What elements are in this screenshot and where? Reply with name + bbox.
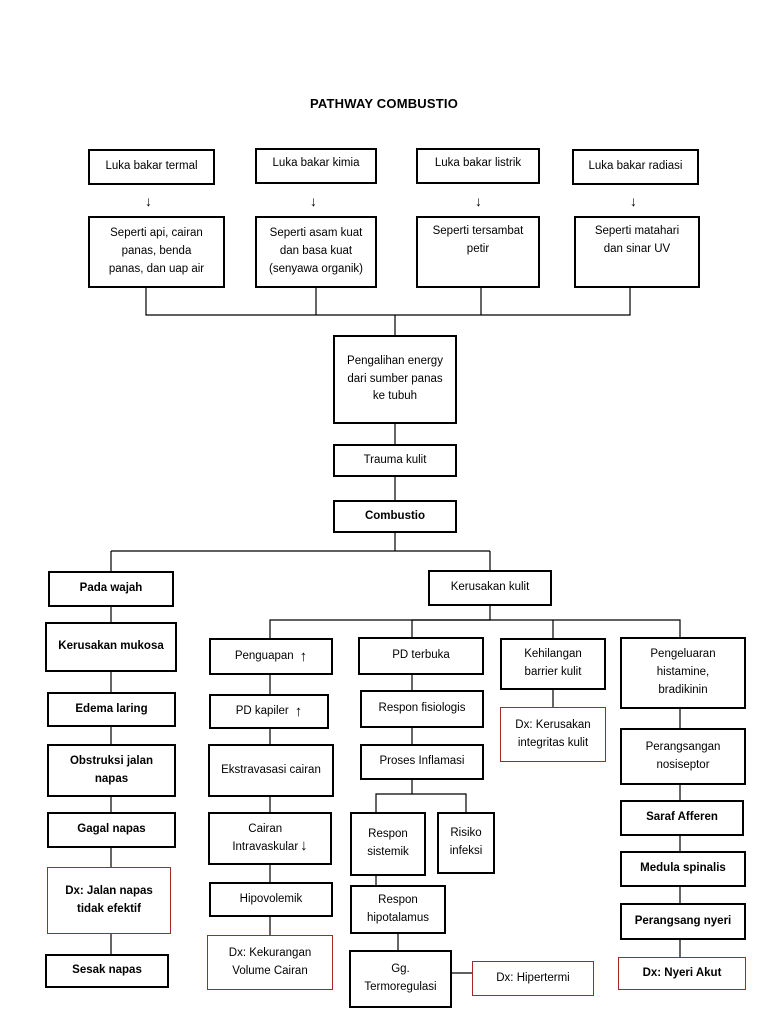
inflammation-box: Proses Inflamasi [360, 744, 484, 780]
skin-trauma-text: Trauma kulit [363, 453, 427, 466]
skin-damage-box: Kerusakan kulit [428, 570, 552, 606]
extravasation-box: Ekstravasasi cairan [208, 744, 334, 797]
page-title: PATHWAY COMBUSTIO [309, 96, 459, 111]
dx-hyperthermia-text: Dx: Hipertermi [496, 971, 570, 984]
spinal-cord-text: Medula spinalis [640, 862, 726, 875]
thermoregulation-box: Gg. Termoregulasi [349, 950, 452, 1008]
pain-stimulus-box: Perangsang nyeri [620, 903, 746, 940]
face-branch-box: Pada wajah [48, 571, 174, 607]
dx-airway-box: Dx: Jalan napas tidak efektif [47, 867, 171, 934]
face-branch-text: Pada wajah [79, 582, 143, 595]
intravascular-box: Cairan Intravaskular ↓ [208, 812, 332, 865]
respiratory-failure-box: Gagal napas [47, 812, 176, 848]
systemic-response-box: Respon sistemik [350, 812, 426, 876]
histamine-text: Pengeluaran histamine, bradikinin [650, 648, 716, 696]
barrier-loss-text: Kehilangan barrier kulit [524, 648, 582, 678]
infection-risk-box: Risiko infeksi [437, 812, 495, 874]
dyspnea-box: Sesak napas [45, 954, 169, 988]
larynx-edema-box: Edema laring [47, 692, 176, 727]
cause-chemical-example-text: Seperti asam kuat dan basa kuat (senyawa… [269, 227, 363, 275]
afferent-nerve-box: Saraf Afferen [620, 800, 744, 836]
dx-fluid-box: Dx: Kekurangan Volume Cairan [207, 935, 333, 990]
dx-pain-box: Dx: Nyeri Akut [618, 957, 746, 990]
histamine-box: Pengeluaran histamine, bradikinin [620, 637, 746, 709]
skin-trauma-box: Trauma kulit [333, 444, 457, 477]
skin-damage-text: Kerusakan kulit [450, 581, 530, 594]
down-arrow-icon: ↓ [475, 193, 482, 209]
thermoregulation-text: Gg. Termoregulasi [364, 963, 437, 993]
dx-fluid-text: Dx: Kekurangan Volume Cairan [228, 946, 312, 977]
combustio-text: Combustio [364, 509, 426, 522]
cause-electric-box: Luka bakar listrik [416, 148, 540, 184]
airway-obstruction-text: Obstruksi jalan napas [69, 754, 154, 785]
hypovolemic-text: Hipovolemik [239, 892, 303, 905]
dx-hyperthermia-box: Dx: Hipertermi [472, 961, 594, 996]
spinal-cord-box: Medula spinalis [620, 851, 746, 887]
cause-electric-example-text: Seperti tersambat petir [432, 225, 524, 255]
cause-radiation-example-text: Seperti matahari dan sinar UV [594, 225, 680, 255]
respiratory-failure-text: Gagal napas [77, 823, 146, 836]
physiologic-response-text: Respon fisiologis [378, 702, 466, 715]
down-arrow-icon: ↓ [310, 193, 317, 209]
infection-risk-text: Risiko infeksi [449, 827, 483, 857]
cause-radiation-label: Luka bakar radiasi [588, 160, 683, 173]
hypothalamus-box: Respon hipotalamus [350, 885, 446, 934]
mucosa-damage-box: Kerusakan mukosa [45, 622, 177, 672]
nociceptor-box: Perangsangan nosiseptor [620, 728, 746, 785]
dx-skin-integrity-text: Dx: Kerusakan integritas kulit [515, 718, 591, 749]
physiologic-response-box: Respon fisiologis [360, 690, 484, 728]
cause-electric-label: Luka bakar listrik [434, 157, 522, 169]
up-arrow-icon: ↑ [294, 702, 303, 720]
afferent-nerve-text: Saraf Afferen [646, 811, 718, 824]
mucosa-damage-text: Kerusakan mukosa [58, 640, 164, 653]
dx-skin-integrity-box: Dx: Kerusakan integritas kulit [500, 707, 606, 762]
combustio-box: Combustio [333, 500, 457, 533]
cause-thermal-example: Seperti api, cairan panas, benda panas, … [88, 216, 225, 288]
barrier-loss-box: Kehilangan barrier kulit [500, 638, 606, 690]
intravascular-text: Cairan Intravaskular [232, 822, 299, 853]
energy-transfer-text: Pengalihan energy dari sumber panas ke t… [347, 354, 443, 403]
evaporation-box: Penguapan ↑ [209, 638, 333, 675]
open-vessel-box: PD terbuka [358, 637, 484, 675]
dx-airway-text: Dx: Jalan napas tidak efektif [65, 884, 153, 915]
cause-chemical-example: Seperti asam kuat dan basa kuat (senyawa… [255, 216, 377, 288]
capillary-box: PD kapiler ↑ [209, 694, 329, 729]
down-arrow-icon: ↓ [630, 193, 637, 209]
systemic-response-text: Respon sistemik [367, 828, 409, 858]
cause-chemical-label: Luka bakar kimia [272, 157, 360, 169]
open-vessel-text: PD terbuka [392, 649, 450, 662]
pain-stimulus-text: Perangsang nyeri [634, 914, 732, 927]
evaporation-text: Penguapan [234, 649, 294, 662]
hypovolemic-box: Hipovolemik [209, 882, 333, 917]
cause-thermal-label: Luka bakar termal [105, 160, 198, 173]
energy-transfer-box: Pengalihan energy dari sumber panas ke t… [333, 335, 457, 424]
down-arrow-icon: ↓ [300, 836, 308, 854]
hypothalamus-text: Respon hipotalamus [366, 893, 429, 924]
extravasation-text: Ekstravasasi cairan [221, 763, 321, 776]
cause-thermal-box: Luka bakar termal [88, 149, 215, 185]
larynx-edema-text: Edema laring [75, 702, 148, 715]
dyspnea-text: Sesak napas [72, 964, 142, 977]
down-arrow-icon: ↓ [145, 193, 152, 209]
nociceptor-text: Perangsangan nosiseptor [645, 740, 721, 771]
cause-electric-example: Seperti tersambat petir [416, 216, 540, 288]
inflammation-text: Proses Inflamasi [379, 755, 465, 768]
cause-radiation-box: Luka bakar radiasi [572, 149, 699, 185]
capillary-text: PD kapiler [235, 704, 289, 717]
cause-thermal-example-text: Seperti api, cairan panas, benda panas, … [108, 227, 205, 275]
airway-obstruction-box: Obstruksi jalan napas [47, 744, 176, 797]
dx-pain-text: Dx: Nyeri Akut [642, 966, 722, 979]
up-arrow-icon: ↑ [299, 647, 308, 665]
cause-chemical-box: Luka bakar kimia [255, 148, 377, 184]
cause-radiation-example: Seperti matahari dan sinar UV [574, 216, 700, 288]
